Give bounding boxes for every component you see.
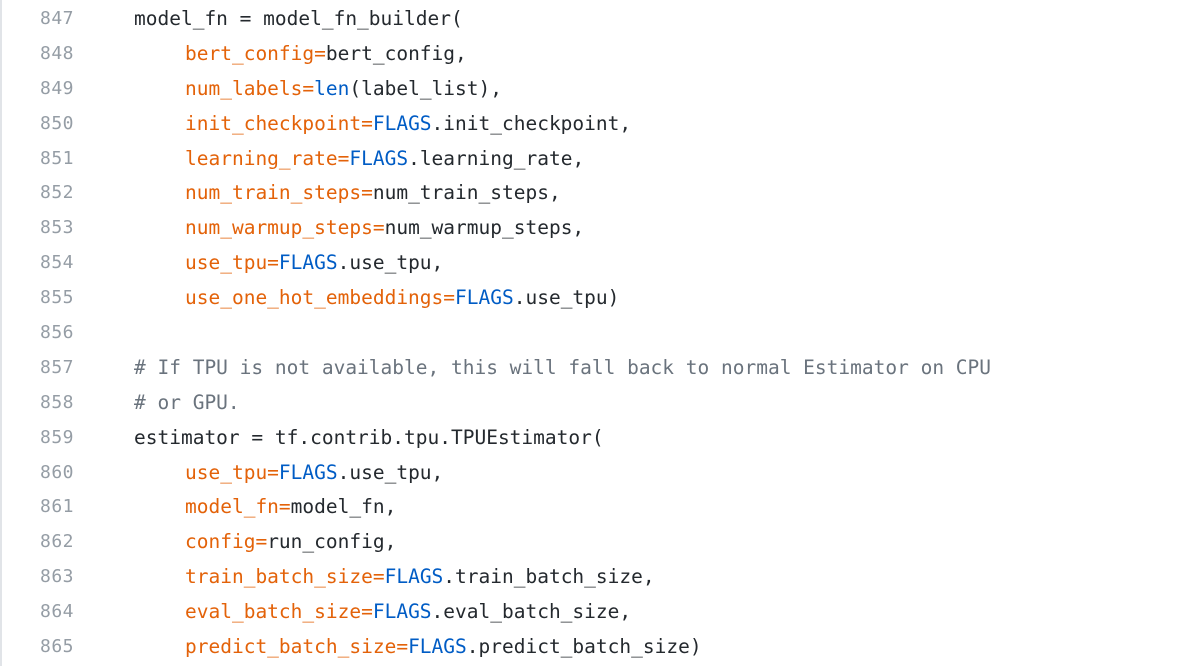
code-token-plain: estimator = tf.contrib.tpu.TPUEstimator( bbox=[134, 425, 604, 449]
line-number[interactable]: 863 bbox=[39, 566, 74, 588]
code-token-plain: run_config, bbox=[267, 530, 397, 554]
line-code: use_tpu=FLAGS.use_tpu, bbox=[185, 246, 443, 281]
code-token-plain: .train_batch_size, bbox=[443, 565, 655, 589]
line-number[interactable]: 861 bbox=[39, 496, 74, 518]
code-line: 850 init_checkpoint=FLAGS.init_checkpoint… bbox=[2, 107, 1200, 142]
code-token-builtin: FLAGS bbox=[372, 600, 432, 624]
code-token-plain: num_train_steps, bbox=[372, 181, 561, 205]
line-code: use_tpu=FLAGS.use_tpu, bbox=[185, 456, 443, 491]
code-token-param: config= bbox=[185, 530, 268, 554]
code-token-param: use_one_hot_embeddings= bbox=[185, 286, 456, 310]
code-line: 857 # If TPU is not available, this will … bbox=[2, 351, 1200, 386]
code-token-param: num_labels= bbox=[185, 76, 315, 100]
code-line: 853 num_warmup_steps=num_warmup_steps, bbox=[2, 211, 1200, 246]
line-number[interactable]: 853 bbox=[39, 217, 74, 239]
code-token-param: num_train_steps= bbox=[185, 181, 373, 205]
line-number[interactable]: 857 bbox=[39, 356, 74, 378]
line-code: predict_batch_size=FLAGS.predict_batch_s… bbox=[185, 630, 702, 665]
code-token-plain: .init_checkpoint, bbox=[431, 111, 632, 135]
line-code: config=run_config, bbox=[185, 525, 396, 560]
line-code: num_train_steps=num_train_steps, bbox=[185, 176, 561, 211]
code-token-builtin: FLAGS bbox=[278, 251, 338, 275]
line-code: bert_config=bert_config, bbox=[185, 37, 467, 72]
line-code: init_checkpoint=FLAGS.init_checkpoint, bbox=[185, 107, 631, 142]
code-token-param: use_tpu= bbox=[185, 251, 279, 275]
code-token-plain: model_fn, bbox=[290, 495, 397, 519]
line-number[interactable]: 854 bbox=[39, 252, 74, 274]
code-line: 848 bert_config=bert_config, bbox=[2, 37, 1200, 72]
code-token-builtin: FLAGS bbox=[455, 286, 514, 310]
code-token-plain: model_fn = model_fn_builder( bbox=[134, 7, 463, 30]
line-number[interactable]: 860 bbox=[39, 461, 74, 483]
line-number[interactable]: 848 bbox=[39, 42, 74, 64]
line-number[interactable]: 851 bbox=[39, 147, 74, 169]
line-number[interactable]: 865 bbox=[39, 636, 74, 658]
code-token-param: predict_batch_size= bbox=[185, 635, 409, 659]
code-token-builtin: FLAGS bbox=[349, 146, 409, 170]
line-number[interactable]: 864 bbox=[39, 601, 74, 623]
line-code: use_one_hot_embeddings=FLAGS.use_tpu) bbox=[185, 281, 619, 316]
code-token-plain: .learning_rate, bbox=[408, 146, 585, 170]
code-line: 847 model_fn = model_fn_builder( bbox=[2, 2, 1200, 37]
code-token-plain: bert_config, bbox=[325, 41, 467, 65]
line-code: num_labels=len(label_list), bbox=[185, 72, 502, 107]
line-code: learning_rate=FLAGS.learning_rate, bbox=[185, 142, 584, 177]
code-token-builtin: FLAGS bbox=[278, 460, 338, 484]
code-token-param: init_checkpoint= bbox=[185, 111, 373, 135]
code-token-param: model_fn= bbox=[185, 495, 291, 519]
code-line: 849 num_labels=len(label_list), bbox=[2, 72, 1200, 107]
line-code: model_fn=model_fn, bbox=[185, 490, 396, 525]
code-line: 864 eval_batch_size=FLAGS.eval_batch_size… bbox=[2, 595, 1200, 630]
code-token-builtin: FLAGS bbox=[408, 635, 467, 659]
code-token-builtin: len bbox=[314, 76, 350, 100]
code-line: 863 train_batch_size=FLAGS.train_batch_si… bbox=[2, 560, 1200, 595]
code-token-plain: .eval_batch_size, bbox=[431, 600, 632, 624]
code-line: 852 num_train_steps=num_train_steps, bbox=[2, 176, 1200, 211]
line-code: train_batch_size=FLAGS.train_batch_size, bbox=[185, 560, 655, 595]
code-token-param: use_tpu= bbox=[185, 460, 279, 484]
code-token-param: eval_batch_size= bbox=[185, 600, 373, 624]
code-line: 858 # or GPU. bbox=[2, 386, 1200, 421]
code-line: 854 use_tpu=FLAGS.use_tpu, bbox=[2, 246, 1200, 281]
code-line: 855 use_one_hot_embeddings=FLAGS.use_tpu) bbox=[2, 281, 1200, 316]
line-code: num_warmup_steps=num_warmup_steps, bbox=[185, 211, 584, 246]
code-line: 861 model_fn=model_fn, bbox=[2, 490, 1200, 525]
line-code: # or GPU. bbox=[134, 386, 240, 421]
code-token-builtin: FLAGS bbox=[384, 565, 444, 589]
code-token-comment: # If TPU is not available, this will fal… bbox=[134, 355, 992, 379]
line-number[interactable]: 849 bbox=[39, 77, 74, 99]
line-number[interactable]: 859 bbox=[39, 426, 74, 448]
code-token-builtin: FLAGS bbox=[372, 111, 432, 135]
code-token-plain: (label_list), bbox=[349, 76, 502, 100]
line-code: eval_batch_size=FLAGS.eval_batch_size, bbox=[185, 595, 631, 630]
code-token-param: train_batch_size= bbox=[185, 565, 385, 589]
code-token-param: bert_config= bbox=[185, 41, 326, 65]
code-line: 860 use_tpu=FLAGS.use_tpu, bbox=[2, 456, 1200, 491]
code-token-comment: # or GPU. bbox=[134, 390, 240, 414]
line-code: # If TPU is not available, this will fal… bbox=[134, 351, 991, 386]
code-line: 865 predict_batch_size=FLAGS.predict_batc… bbox=[2, 630, 1200, 665]
code-token-param: learning_rate= bbox=[185, 146, 350, 170]
line-number[interactable]: 850 bbox=[39, 112, 74, 134]
line-number[interactable]: 855 bbox=[39, 287, 74, 309]
code-token-param: num_warmup_steps= bbox=[185, 216, 385, 240]
line-code: estimator = tf.contrib.tpu.TPUEstimator( bbox=[134, 421, 604, 456]
code-token-plain: .use_tpu) bbox=[513, 286, 620, 310]
code-line: 859 estimator = tf.contrib.tpu.TPUEstimat… bbox=[2, 421, 1200, 456]
code-token-plain: .use_tpu, bbox=[337, 251, 444, 275]
line-number[interactable]: 858 bbox=[39, 391, 74, 413]
code-line: 851 learning_rate=FLAGS.learning_rate, bbox=[2, 142, 1200, 177]
line-number[interactable]: 852 bbox=[39, 182, 74, 204]
code-line: 862 config=run_config, bbox=[2, 525, 1200, 560]
line-code: model_fn = model_fn_builder( bbox=[134, 2, 463, 37]
line-number[interactable]: 862 bbox=[39, 531, 74, 553]
line-number[interactable]: 856 bbox=[39, 322, 74, 344]
code-token-plain: .predict_batch_size) bbox=[466, 635, 702, 659]
code-token-plain: .use_tpu, bbox=[337, 460, 444, 484]
code-token-plain: num_warmup_steps, bbox=[384, 216, 585, 240]
code-line: 856 bbox=[2, 316, 1200, 351]
line-number[interactable]: 847 bbox=[39, 8, 74, 29]
